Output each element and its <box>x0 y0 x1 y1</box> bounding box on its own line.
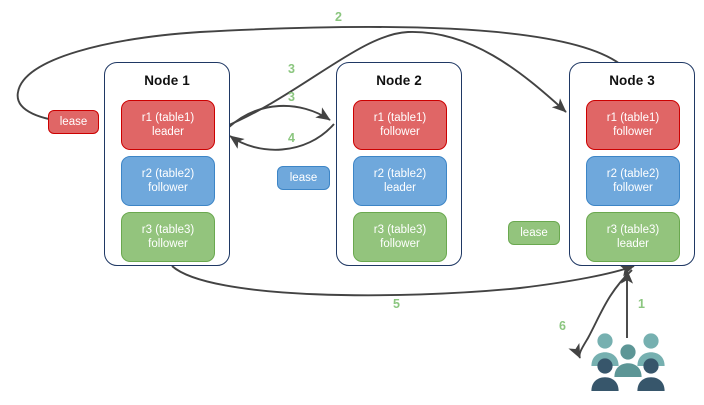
arrow-step-3-short <box>227 104 331 129</box>
replica-role: follower <box>380 238 420 250</box>
replica-r2[interactable]: r2 (table2) leader <box>353 156 447 206</box>
replica-name: r3 (table3) <box>373 224 427 236</box>
step-label-5: 5 <box>393 297 400 311</box>
replica-r3[interactable]: r3 (table3) follower <box>353 212 447 262</box>
replica-r2[interactable]: r2 (table2) follower <box>121 156 215 206</box>
replica-role: follower <box>148 182 188 194</box>
lease-badge-r1[interactable]: lease <box>48 110 99 134</box>
step-label-2: 2 <box>335 10 342 24</box>
replica-name: r2 (table2) <box>141 168 195 180</box>
replica-name: r2 (table2) <box>606 168 660 180</box>
step-label-3b: 3 <box>288 90 295 104</box>
replica-role: leader <box>152 126 184 138</box>
replica-role: follower <box>613 182 653 194</box>
replica-role: leader <box>617 238 649 250</box>
step-label-6: 6 <box>559 319 566 333</box>
replica-r1[interactable]: r1 (table1) follower <box>586 100 680 150</box>
step-label-3a: 3 <box>288 62 295 76</box>
lease-badge-r3[interactable]: lease <box>508 221 560 245</box>
step-label-1: 1 <box>638 297 645 311</box>
users-group-icon <box>591 333 665 391</box>
arrow-step-4 <box>229 123 335 151</box>
replica-role: follower <box>380 126 420 138</box>
replica-r3[interactable]: r3 (table3) follower <box>121 212 215 262</box>
step-label-4: 4 <box>288 131 295 145</box>
node-container-2[interactable]: Node 2 r1 (table1) follower r2 (table2) … <box>336 62 462 266</box>
node-container-1[interactable]: Node 1 r1 (table1) leader r2 (table2) fo… <box>104 62 230 266</box>
node-title: Node 1 <box>144 73 190 88</box>
replica-name: r1 (table1) <box>606 112 660 124</box>
node-container-3[interactable]: Node 3 r1 (table1) follower r2 (table2) … <box>569 62 695 266</box>
lease-badge-r2[interactable]: lease <box>277 166 330 190</box>
replica-r2[interactable]: r2 (table2) follower <box>586 156 680 206</box>
replica-r1[interactable]: r1 (table1) follower <box>353 100 447 150</box>
replica-name: r2 (table2) <box>373 168 427 180</box>
replica-name: r3 (table3) <box>606 224 660 236</box>
arrow-step-5 <box>171 264 635 297</box>
replica-r3[interactable]: r3 (table3) leader <box>586 212 680 262</box>
node-title: Node 2 <box>376 73 422 88</box>
replica-name: r3 (table3) <box>141 224 195 236</box>
replica-role: leader <box>384 182 416 194</box>
replica-name: r1 (table1) <box>373 112 427 124</box>
node-title: Node 3 <box>609 73 655 88</box>
replica-r1[interactable]: r1 (table1) leader <box>121 100 215 150</box>
replica-role: follower <box>148 238 188 250</box>
replica-name: r1 (table1) <box>141 112 195 124</box>
replica-role: follower <box>613 126 653 138</box>
